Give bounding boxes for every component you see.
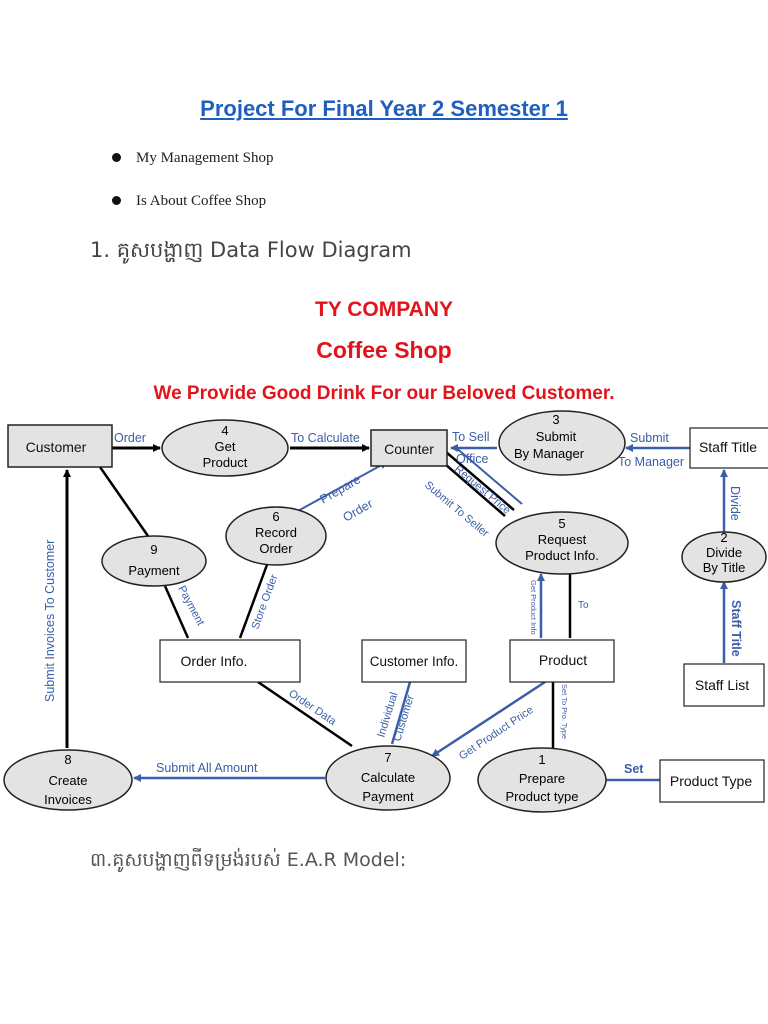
svg-text:By Title: By Title: [703, 560, 746, 575]
svg-text:4: 4: [221, 423, 228, 438]
svg-text:Request: Request: [538, 532, 587, 547]
label-office: Office: [456, 452, 488, 466]
label-to-sell: To Sell: [452, 430, 490, 444]
label-get-product-info: Get Product Info: [529, 580, 538, 635]
svg-text:Create: Create: [48, 773, 87, 788]
tagline: We Provide Good Drink For our Beloved Cu…: [153, 383, 615, 404]
entity-product-type: Product Type: [659, 759, 765, 803]
svg-text:Order Info.: Order Info.: [181, 653, 248, 669]
flow-product-p7: [431, 680, 546, 758]
flow-p9-orderinfo: [163, 585, 190, 639]
svg-text:9: 9: [150, 542, 157, 557]
label-submit: Submit: [630, 431, 669, 445]
label-to-manager: To Manager: [618, 455, 684, 469]
svg-text:Prepare: Prepare: [519, 771, 565, 786]
svg-text:Staff Title: Staff Title: [699, 439, 757, 455]
svg-text:Product: Product: [539, 652, 587, 668]
flow-counter-p5-b: [445, 451, 515, 511]
svg-text:6: 6: [272, 509, 279, 524]
bullet-item: Is About Coffee Shop: [112, 189, 273, 232]
svg-text:Product: Product: [203, 455, 248, 470]
company-name: TY COMPANY: [314, 298, 454, 321]
flow-counter-p5-c: [453, 445, 523, 505]
svg-text:Calculate: Calculate: [361, 770, 415, 785]
svg-text:3: 3: [552, 412, 559, 427]
svg-text:Customer: Customer: [26, 439, 87, 455]
svg-text:5: 5: [558, 516, 565, 531]
label-set-to-pro-type: Set To Pro. Type: [560, 684, 569, 739]
data-flow-diagram: Customer Counter Staff Title Staff List …: [3, 410, 768, 813]
svg-text:Payment: Payment: [128, 563, 180, 578]
section-heading-ear: ៣.គូសបង្ហាញពីទម្រង់របស់ E.A.R Model:: [90, 849, 407, 871]
flow-p6-orderinfo: [238, 561, 270, 639]
process-2-divide-by-title: 2 Divide By Title: [681, 530, 767, 583]
label-set: Set: [624, 762, 644, 776]
bullet-item: My Management Shop: [112, 146, 273, 189]
process-1-prepare-product-type: 1 Prepare Product type: [477, 747, 607, 813]
entity-counter: Counter: [370, 429, 448, 467]
label-staff-title-flow: Staff Title: [729, 600, 743, 657]
svg-text:Staff List: Staff List: [695, 677, 749, 693]
svg-text:8: 8: [64, 752, 71, 767]
entity-staff-title: Staff Title: [689, 427, 768, 469]
flow-counter-p5-a: [437, 457, 506, 517]
entity-product: Product: [509, 639, 615, 683]
process-7-calculate-payment: 7 Calculate Payment: [325, 745, 451, 811]
label-divide: Divide: [728, 486, 742, 521]
section-heading-dfd: 1. គូសបង្ហាញ Data Flow Diagram: [90, 238, 412, 262]
label-to: To: [578, 600, 589, 611]
bullet-list: My Management Shop Is About Coffee Shop: [112, 146, 273, 232]
svg-text:Payment: Payment: [362, 789, 414, 804]
process-3-submit-by-manager: 3 Submit By Manager: [498, 410, 626, 476]
svg-text:Product Info.: Product Info.: [525, 548, 599, 563]
entity-staff-list: Staff List: [683, 663, 765, 707]
svg-text:Get: Get: [215, 439, 236, 454]
process-6-record-order: 6 Record Order: [225, 506, 327, 566]
svg-text:Record: Record: [255, 525, 297, 540]
entity-order-info: Order Info.: [159, 639, 301, 683]
process-4-get-product: 4 Get Product: [161, 419, 289, 477]
flow-orderinfo-p7: [257, 680, 353, 748]
entity-customer: Customer: [7, 424, 113, 468]
label-submit-invoices: Submit Invoices To Customer: [43, 540, 57, 702]
label-order: Order: [114, 431, 146, 445]
svg-text:Invoices: Invoices: [44, 792, 92, 807]
shop-name: Coffee Shop: [316, 337, 452, 363]
process-8-create-invoices: 8 Create Invoices: [3, 749, 133, 811]
svg-text:Customer Info.: Customer Info.: [370, 654, 459, 669]
process-5-request-product-info: 5 Request Product Info.: [495, 511, 629, 575]
svg-text:Counter: Counter: [384, 441, 434, 457]
svg-text:Submit: Submit: [536, 429, 577, 444]
flow-custinfo-p7: [390, 681, 412, 745]
label-submit-all-amount: Submit All Amount: [156, 761, 258, 775]
page-title: Project For Final Year 2 Semester 1: [200, 96, 568, 121]
svg-text:Divide: Divide: [706, 545, 742, 560]
svg-text:2: 2: [720, 530, 727, 545]
entity-customer-info: Customer Info.: [361, 639, 467, 683]
flow-p6-counter: [295, 461, 388, 513]
label-prepare: Prepare: [318, 472, 364, 506]
label-to-calculate: To Calculate: [291, 431, 360, 445]
svg-text:Product Type: Product Type: [670, 773, 752, 789]
process-9-payment: 9 Payment: [101, 535, 207, 587]
flow-customer-p9: [98, 466, 150, 537]
label-order-2: Order: [341, 496, 376, 524]
svg-text:By Manager: By Manager: [514, 446, 585, 461]
svg-text:Product type: Product type: [506, 789, 579, 804]
svg-text:Order: Order: [259, 541, 293, 556]
svg-text:7: 7: [384, 750, 391, 765]
svg-text:1: 1: [538, 752, 545, 767]
